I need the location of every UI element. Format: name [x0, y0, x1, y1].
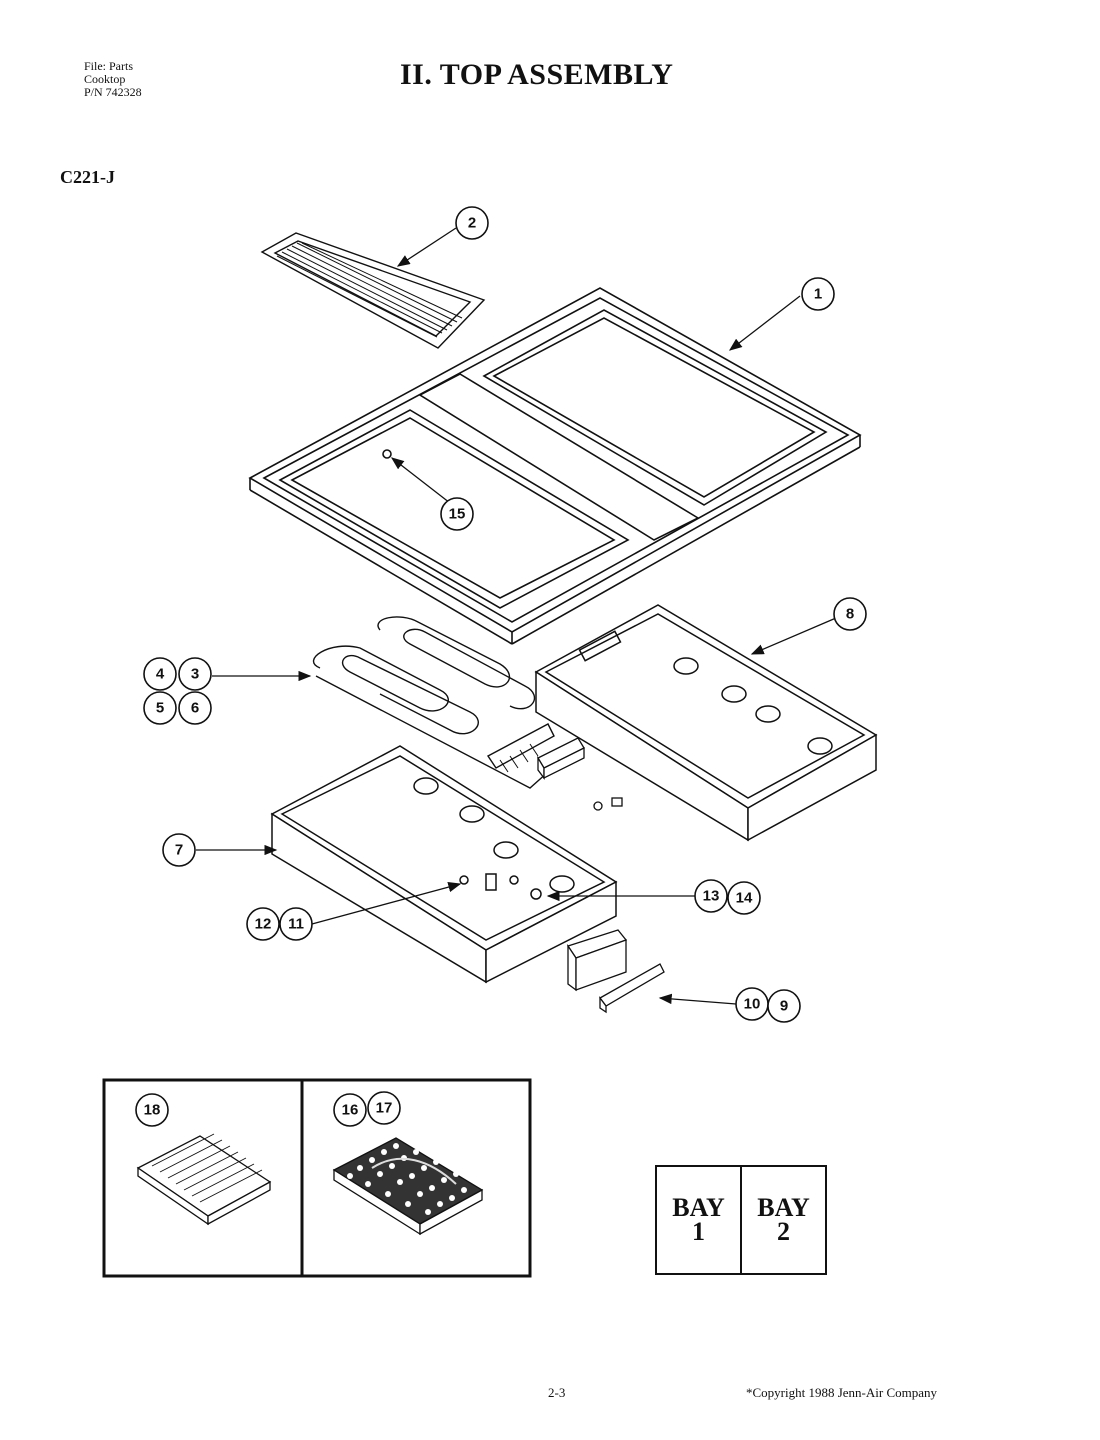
cooktop-frame-part [248, 287, 862, 645]
page-number: 2-3 [548, 1385, 566, 1400]
burner-box-front-part [270, 745, 618, 984]
callout-6: 6 [178, 691, 212, 725]
callout-label: 10 [744, 996, 761, 1013]
bay-2-cell: BAY 2 [740, 1167, 825, 1273]
callout-8: 8 [833, 597, 867, 631]
callout-label: 9 [780, 998, 788, 1015]
bay-1-number: 1 [692, 1217, 705, 1246]
callout-7: 7 [162, 833, 196, 867]
callout-label: 6 [191, 700, 199, 717]
bay-legend: BAY 1 BAY 2 [655, 1165, 827, 1275]
bay-1-word: BAY [672, 1193, 725, 1222]
callout-label: 16 [342, 1102, 359, 1119]
callout-label: 2 [468, 215, 476, 232]
model-number: C221-J [60, 167, 115, 187]
callout-12: 12 [246, 907, 280, 941]
bay-1-cell: BAY 1 [657, 1167, 740, 1273]
bay-2-word: BAY [757, 1193, 810, 1222]
callout-label: 13 [703, 888, 720, 905]
callout-14: 14 [727, 881, 761, 915]
callout-label: 3 [191, 666, 199, 683]
switch-bracket-part [566, 929, 665, 1014]
file-line: Cooktop [84, 72, 126, 86]
callout-label: 1 [814, 286, 822, 303]
callout-label: 14 [736, 890, 753, 907]
heating-element-part [312, 616, 555, 789]
callout-4: 4 [143, 657, 177, 691]
callout-label: 8 [846, 606, 854, 623]
callout-17: 17 [367, 1091, 401, 1125]
griddle-accessory-part [136, 1133, 272, 1226]
callout-18: 18 [135, 1093, 169, 1127]
callout-label: 7 [175, 842, 183, 859]
callout-16: 16 [333, 1093, 367, 1127]
grill-grate-part [260, 232, 486, 349]
bay-2-number: 2 [777, 1217, 790, 1246]
accessory-inset-box: 18 16 17 [102, 1078, 532, 1278]
callout-label: 12 [255, 916, 272, 933]
callout-label: 4 [156, 666, 165, 683]
callout-label: 18 [144, 1102, 161, 1119]
callout-11: 11 [279, 907, 313, 941]
callout-5: 5 [143, 691, 177, 725]
page-title: II. TOP ASSEMBLY [400, 58, 674, 91]
file-info: File: Parts Cooktop P/N 742328 [84, 60, 142, 99]
callout-1: 1 [801, 277, 835, 311]
burner-box-rear-part [534, 604, 878, 842]
callout-15: 15 [440, 497, 474, 531]
callout-9: 9 [767, 989, 801, 1023]
terminal-block-part [537, 737, 623, 811]
callout-label: 11 [288, 916, 304, 933]
callout-10: 10 [735, 987, 769, 1021]
callout-label: 15 [449, 506, 466, 523]
callout-2: 2 [455, 206, 489, 240]
callout-label: 5 [156, 700, 164, 717]
file-line: File: Parts [84, 59, 134, 73]
leader-lines [146, 227, 837, 1160]
callout-13: 13 [694, 879, 728, 913]
callout-label: 17 [376, 1100, 393, 1117]
grill-rocks-accessory-part [332, 1137, 484, 1236]
file-line: P/N 742328 [84, 85, 142, 99]
callout-3: 3 [178, 657, 212, 691]
copyright-notice: *Copyright 1988 Jenn-Air Company [746, 1385, 938, 1400]
